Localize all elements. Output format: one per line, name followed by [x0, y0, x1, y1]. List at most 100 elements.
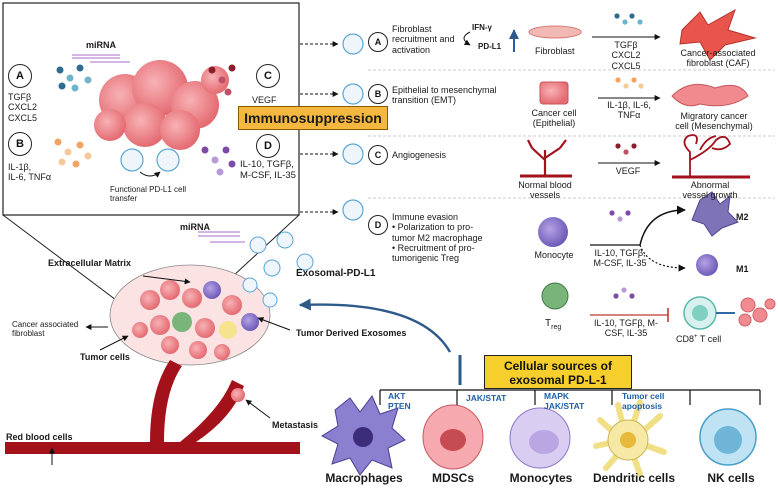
row-d-letter: D: [368, 215, 388, 235]
row-b-dots: [615, 77, 644, 89]
migratory-cancer-cell: [671, 83, 749, 107]
row-separators: [368, 69, 775, 199]
fibroblast-shape: [528, 25, 582, 39]
row-d-m1: M1: [736, 264, 749, 274]
tumor-cells-arrow: [99, 335, 129, 351]
inset-d-list: IL-10, TGFβ, M-CSF, IL-35: [240, 159, 296, 181]
row-d-cd8: CD8+ T cell: [676, 334, 721, 344]
ifn-curve-arrow: [463, 31, 471, 46]
inset-label-a: A: [8, 64, 32, 88]
tumor-cells-label: Tumor cells: [80, 352, 130, 362]
treg-cell: [541, 282, 569, 310]
ecm-label: Extracellular Matrix: [48, 258, 132, 268]
pathway-akt: AKT PTEN: [388, 391, 411, 411]
monocytes-label: Monocytes: [509, 471, 573, 485]
row-b-letter: B: [368, 84, 388, 104]
row-b-title: Epithelial to mesenchymal transition (EM…: [392, 85, 497, 106]
inset-mirna-strands: [72, 54, 130, 63]
abnormal-vessels: [672, 134, 750, 179]
row-a-pdl1: PD-L1: [478, 42, 502, 51]
row-a-title: Fibroblast recruitment and activation: [392, 24, 455, 55]
tumor-mass: [109, 264, 271, 366]
row-a-dots: [614, 13, 643, 25]
caf-label: Cancer associated fibroblast: [12, 320, 79, 339]
row-b-cancer-cell: Cancer cell (Epithelial): [531, 108, 577, 129]
epithelial-cancer-cell: [539, 81, 569, 105]
m1-arrow: [639, 244, 686, 272]
row-c-dots: [615, 143, 637, 155]
cd8-rest: T cell: [697, 334, 722, 344]
row-d-title: Immune evasion • Polarization to pro- tu…: [392, 212, 483, 264]
m1-macrophage-shape: [696, 254, 718, 276]
m2-arrow: [639, 205, 686, 246]
cd8-sup: +: [694, 334, 698, 340]
dendritic-label: Dendritic cells: [592, 471, 676, 485]
bottom-monocyte: [509, 407, 571, 469]
mdscs-label: MDSCs: [431, 471, 474, 485]
tde-arrow: [257, 317, 291, 331]
tumor-mirna-label: miRNA: [180, 222, 211, 232]
row-d-factors2: IL-10, TGFβ, M- CSF, IL-35: [593, 318, 659, 339]
sources-to-tumor-arrow: [298, 298, 452, 353]
row-c-abnormal: Abnormal vessel growth: [682, 180, 738, 201]
tumor-exosomes: [242, 231, 314, 308]
inset-transfer-arrow: [139, 171, 161, 178]
nk-cells-label: NK cells: [707, 471, 755, 485]
cd8-nucleus: [692, 305, 708, 321]
row-c-title: Angiogenesis: [392, 150, 447, 160]
metastatic-cell: [231, 388, 245, 402]
inset-exosomes: [120, 148, 180, 172]
target-tumor-cells: [738, 297, 776, 327]
inset-dots-a: [56, 64, 92, 92]
inset-label-b: B: [8, 132, 32, 156]
pathway-mapk: MAPK JAK/STAT: [544, 391, 585, 411]
row-a-factors: TGFβ CXCL2 CXCL5: [611, 40, 641, 71]
sources-ticks: [379, 390, 761, 405]
row-b-factors: IL-1β, IL-6, TNFα: [607, 100, 651, 121]
cellular-sources-banner: Cellular sources of exosomal PD-L-1: [484, 355, 632, 389]
row-d-factors1: IL-10, TGFβ, M-CSF, IL-35: [593, 248, 647, 269]
monocyte-cell: [538, 217, 568, 247]
row-c-normal: Normal blood vessels: [518, 180, 572, 201]
row-d-treg: Treg: [545, 318, 561, 332]
caf-shape: [679, 8, 757, 61]
row-a-fibroblast: Fibroblast: [535, 46, 575, 56]
dashed-arrows: [300, 41, 339, 215]
bottom-mdsc: [422, 404, 484, 470]
inset-vegf-label: VEGF: [252, 95, 277, 105]
immunosuppression-banner: Immunosuppression: [238, 106, 388, 130]
inset-label-c: C: [256, 64, 280, 88]
row-a-caf: Cancer-associated fibroblast (CAF): [680, 48, 756, 69]
blood-vessel: [5, 360, 300, 454]
row-d-m2: M2: [736, 212, 749, 222]
inset-pdl1-transfer: Functional PD-L1 cell transfer: [110, 185, 187, 204]
tumor-mirna-strands: [198, 231, 245, 243]
row-d-dots: [609, 210, 635, 299]
macrophages-label: Macrophages: [325, 471, 403, 485]
normal-vessels: [520, 139, 572, 178]
rbc-label: Red blood cells: [6, 432, 73, 442]
bottom-macrophage: [320, 395, 406, 476]
inset-dots-c: [208, 64, 236, 96]
row-c-letter: C: [368, 145, 388, 165]
metastasis-label: Metastasis: [272, 420, 319, 430]
inset-tumor-cluster: [94, 60, 229, 150]
ecm-arrow: [142, 275, 191, 285]
row-c-vegf: VEGF: [615, 166, 641, 176]
inset-mirna-label: miRNA: [86, 40, 117, 50]
row-d-monocyte: Monocyte: [534, 250, 574, 260]
treg-sub: reg: [551, 324, 562, 331]
row-exosomes: [342, 33, 364, 221]
m2-macrophage-shape: [691, 191, 739, 237]
inset-dots-d: [201, 146, 236, 176]
row-a-letter: A: [368, 32, 388, 52]
row-b-migratory: Migratory cancer cell (Mesenchymal): [675, 111, 753, 132]
inset-dots-b: [54, 138, 92, 168]
inset-il-list: IL-1β, IL-6, TNFα: [8, 162, 52, 183]
tde-label: Tumor Derived Exosomes: [296, 328, 407, 338]
inset-label-d: D: [256, 134, 280, 158]
bottom-dendritic: [593, 399, 667, 477]
bottom-nk-cell: [699, 408, 757, 466]
